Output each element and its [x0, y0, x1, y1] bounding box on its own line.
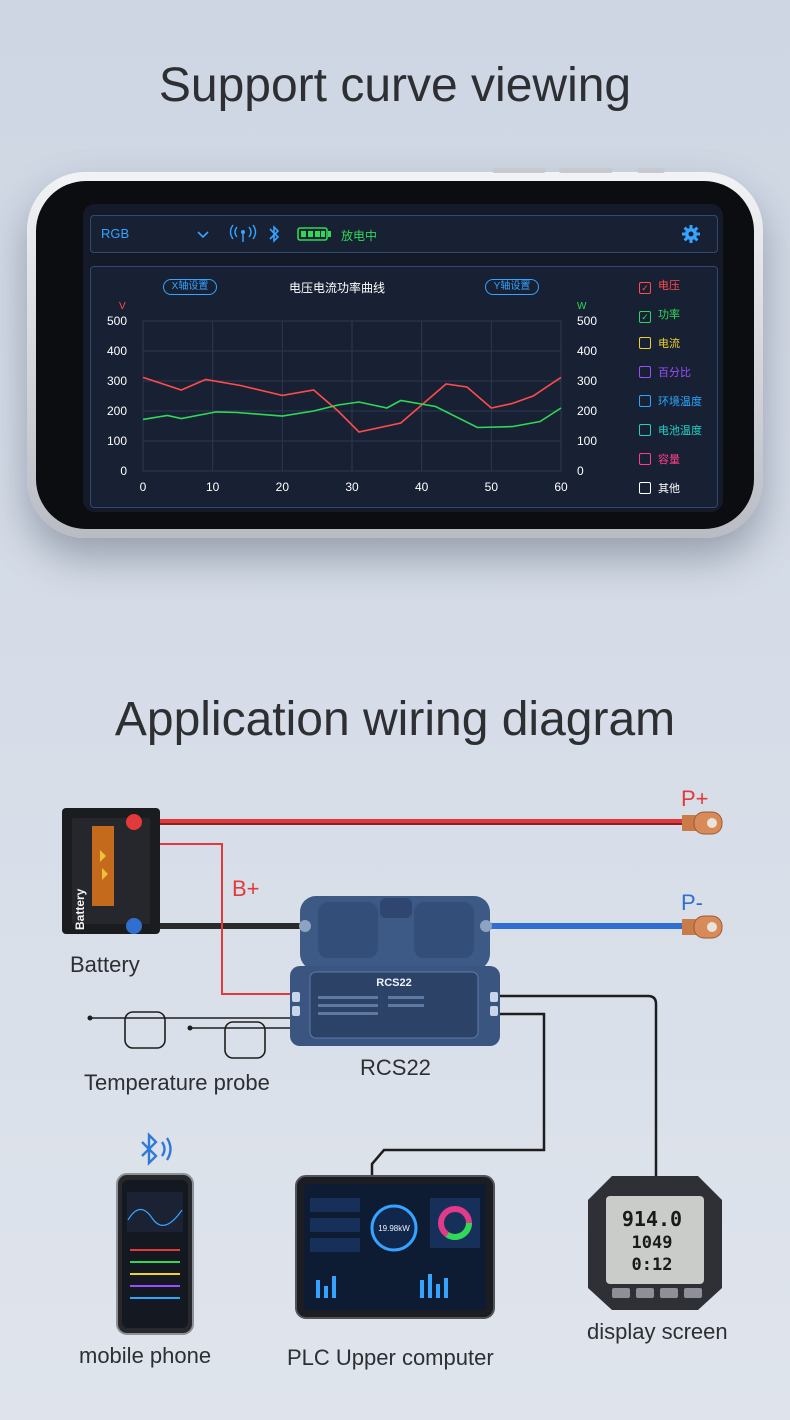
legend-label: 功率 [658, 309, 680, 321]
b-plus-label: B+ [232, 876, 260, 901]
gear-icon[interactable] [681, 224, 701, 244]
checkbox-icon[interactable]: ✓ [639, 311, 651, 323]
y-right-tick-label: 200 [577, 404, 597, 418]
y-left-tick-label: 300 [107, 374, 127, 388]
temperature-probe-wires [90, 1011, 290, 1059]
discharge-status: 放电中 [341, 229, 378, 243]
mobile-phone-label: mobile phone [79, 1343, 212, 1368]
x-tick-label: 40 [415, 480, 429, 494]
legend-item[interactable]: ✓ 功率 [639, 308, 680, 323]
display-screen-illustration: 914.0 1049 0:12 [588, 1176, 722, 1310]
y-left-tick-label: 400 [107, 344, 127, 358]
legend-label: 百分比 [658, 367, 691, 379]
chevron-down-icon[interactable] [196, 228, 210, 240]
legend-label: 电压 [658, 280, 680, 292]
p-plus-terminal [682, 811, 723, 835]
checkbox-icon[interactable] [639, 482, 651, 494]
bluetooth-icon [141, 1132, 172, 1166]
phone-frame: RGB 放电中 [27, 168, 763, 538]
y-right-tick-label: 300 [577, 374, 597, 388]
phone-bezel: RGB 放电中 [36, 181, 754, 529]
display-cable [500, 994, 658, 1180]
mobile-phone-illustration [116, 1173, 194, 1335]
legend-item[interactable]: 其他 [639, 482, 680, 496]
y-right-tick-label: 500 [577, 314, 597, 328]
display-screen-label: display screen [587, 1319, 728, 1344]
checkbox-icon[interactable] [639, 337, 651, 349]
phone-side-button [492, 168, 546, 173]
legend-label: 电流 [658, 338, 680, 350]
heading-curve: Support curve viewing [158, 59, 632, 112]
y-left-tick-label: 100 [107, 434, 127, 448]
chart-title: 电压电流功率曲线 [289, 281, 386, 295]
y-left-tick-label: 500 [107, 314, 127, 328]
legend-item[interactable]: 电流 [639, 337, 680, 351]
app-screen: RGB 放电中 [83, 204, 723, 512]
legend-label: 电池温度 [658, 425, 702, 437]
battery-icon [297, 227, 331, 241]
phone-side-button [637, 168, 665, 173]
phone-side-button [559, 168, 613, 173]
display-readout-2: 1049 [632, 1233, 673, 1253]
series-line [142, 399, 562, 429]
x-tick-label: 10 [206, 480, 220, 494]
series-line [142, 376, 562, 433]
checkbox-icon[interactable] [639, 395, 651, 407]
legend-item[interactable]: 百分比 [639, 366, 691, 380]
checkbox-icon[interactable]: ✓ [639, 282, 651, 294]
wiring-diagram: Battery RCS22 [62, 808, 723, 1335]
tablet-power-value: 19.98kW [378, 1224, 410, 1233]
legend-item[interactable]: 环境温度 [639, 395, 702, 409]
checkbox-icon[interactable] [639, 366, 651, 378]
display-readout-1: 914.0 [622, 1207, 682, 1231]
x-axis-settings-button[interactable]: X轴设置 [163, 279, 217, 295]
temperature-probe-tip [87, 1015, 93, 1021]
x-tick-label: 0 [140, 480, 147, 494]
device-select[interactable]: RGB [101, 226, 130, 241]
display-readout-3: 0:12 [632, 1255, 673, 1275]
p-plus-label: P+ [681, 786, 709, 811]
x-tick-label: 60 [554, 480, 568, 494]
y-axis-settings-button[interactable]: Y轴设置 [485, 279, 539, 295]
bluetooth-icon [269, 225, 280, 243]
y-right-tick-label: 100 [577, 434, 597, 448]
battery-label: Battery [70, 952, 140, 977]
x-tick-label: 20 [276, 480, 290, 494]
p-minus-terminal [682, 915, 723, 939]
y-right-tick-label: 0 [577, 464, 584, 478]
x-tick-label: 30 [345, 480, 359, 494]
legend-label: 容量 [658, 454, 680, 466]
checkbox-icon[interactable] [639, 424, 651, 436]
battery-brand-text: Battery [73, 888, 87, 930]
app-top-bar: RGB 放电中 [90, 215, 718, 253]
plc-label: PLC Upper computer [287, 1345, 494, 1370]
y-left-axis-label: V [119, 301, 126, 312]
legend-item[interactable]: ✓ 电压 [639, 279, 680, 294]
rcs22-label: RCS22 [360, 1055, 431, 1080]
temperature-probe-tip [187, 1025, 193, 1031]
legend-label: 环境温度 [658, 396, 702, 408]
b-plus-sense-wire [139, 830, 290, 995]
p-minus-label: P- [681, 890, 703, 915]
y-left-tick-label: 0 [120, 464, 127, 478]
legend-item[interactable]: 容量 [639, 453, 680, 467]
x-tick-label: 50 [485, 480, 499, 494]
battery-illustration: Battery [62, 808, 160, 934]
rcs22-device: RCS22 [290, 896, 500, 1046]
legend-label: 其他 [658, 483, 680, 495]
temperature-probe-label: Temperature probe [84, 1070, 270, 1095]
y-left-tick-label: 200 [107, 404, 127, 418]
heading-wiring: Application wiring diagram [114, 693, 676, 746]
signal-icon [229, 224, 257, 242]
checkbox-icon[interactable] [639, 453, 651, 465]
y-right-axis-label: W [577, 301, 587, 312]
plc-tablet-illustration: 19.98kW [295, 1175, 495, 1319]
plc-cable [370, 1012, 546, 1182]
y-right-tick-label: 400 [577, 344, 597, 358]
device-screen-label: RCS22 [376, 977, 411, 989]
legend-item[interactable]: 电池温度 [639, 424, 702, 438]
